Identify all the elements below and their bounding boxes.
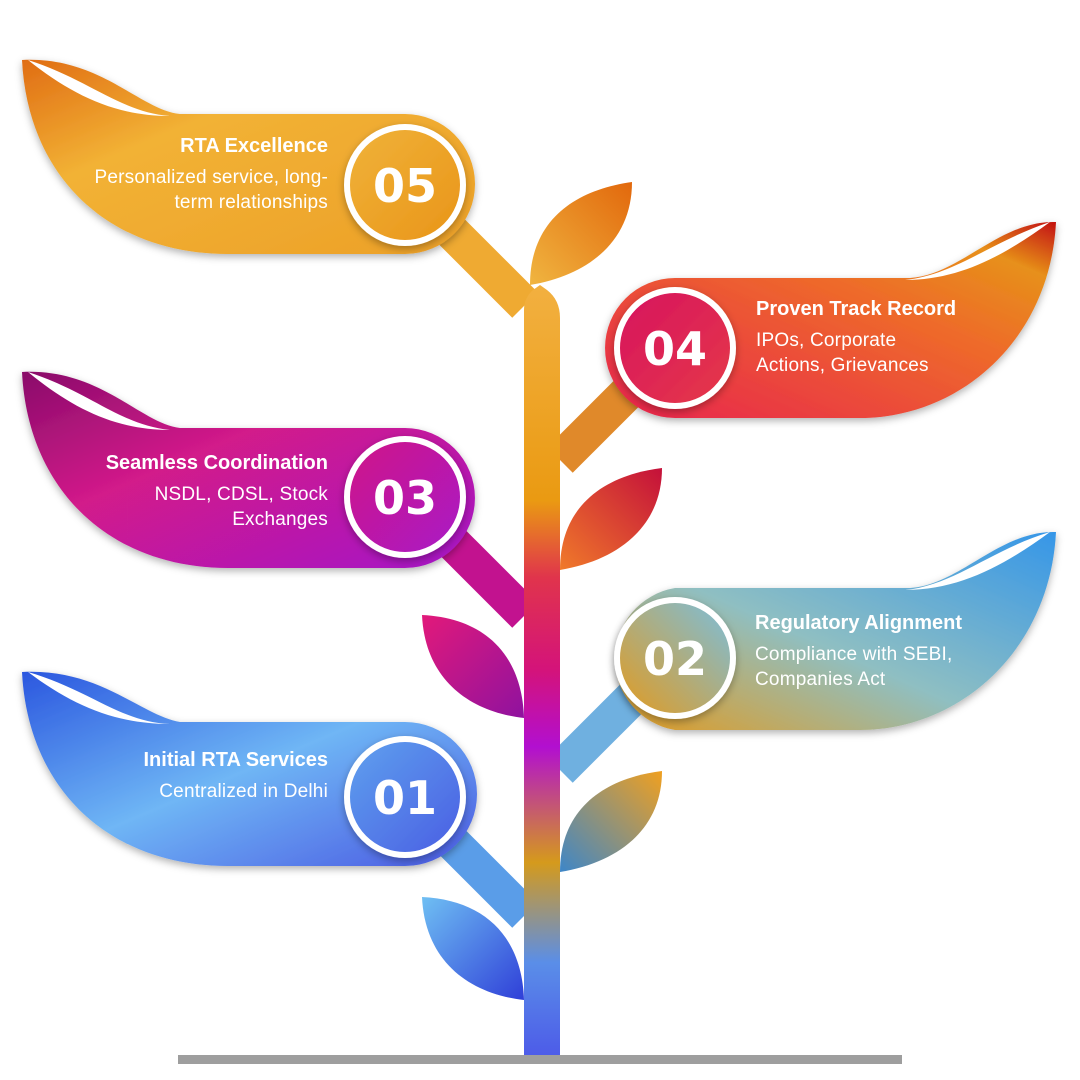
step-number-03: 03 bbox=[373, 471, 437, 525]
branches bbox=[432, 212, 653, 928]
step-number-01: 01 bbox=[373, 771, 437, 825]
step-03-title: Seamless Coordination bbox=[105, 452, 328, 474]
branch-02 bbox=[547, 677, 653, 783]
leaf-middle-left bbox=[422, 615, 524, 718]
step-number-05: 05 bbox=[373, 159, 437, 213]
step-circle-02: 02 bbox=[614, 597, 736, 719]
leaf-bottom-left bbox=[422, 897, 524, 1000]
tree-trunk bbox=[524, 285, 560, 1055]
leaf-lower-right bbox=[560, 771, 662, 872]
branch-03 bbox=[432, 522, 538, 628]
step-05-desc: Personalized service, long-term relation… bbox=[94, 167, 328, 213]
step-number-04: 04 bbox=[643, 322, 707, 376]
leaf-top bbox=[530, 182, 632, 285]
branch-05 bbox=[432, 212, 538, 318]
step-05-text: RTA Excellence Personalized service, lon… bbox=[88, 134, 328, 215]
step-01-text: Initial RTA Services Centralized in Delh… bbox=[128, 748, 328, 804]
leaves bbox=[422, 182, 662, 1000]
step-01-desc: Centralized in Delhi bbox=[159, 781, 328, 802]
step-02-desc: Compliance with SEBI, Companies Act bbox=[755, 644, 953, 690]
step-03-desc: NSDL, CDSL, Stock Exchanges bbox=[154, 484, 328, 530]
banner-highlights bbox=[28, 60, 1050, 724]
step-01-title: Initial RTA Services bbox=[143, 749, 328, 771]
step-circle-04: 04 bbox=[614, 287, 736, 409]
step-04-desc: IPOs, Corporate Actions, Grievances bbox=[756, 330, 929, 376]
step-02-title: Regulatory Alignment bbox=[755, 612, 963, 634]
step-04-title: Proven Track Record bbox=[756, 298, 957, 320]
ground-line bbox=[178, 1055, 902, 1064]
step-circle-03: 03 bbox=[344, 436, 466, 558]
branch-01 bbox=[432, 822, 538, 928]
step-circle-05: 05 bbox=[344, 124, 466, 246]
step-03-text: Seamless Coordination NSDL, CDSL, Stock … bbox=[58, 451, 328, 532]
step-circle-01: 01 bbox=[344, 736, 466, 858]
leaf-upper-right bbox=[560, 468, 662, 570]
step-04-text: Proven Track Record IPOs, Corporate Acti… bbox=[756, 297, 956, 378]
step-02-text: Regulatory Alignment Compliance with SEB… bbox=[755, 611, 963, 692]
step-number-02: 02 bbox=[643, 632, 707, 686]
step-05-title: RTA Excellence bbox=[180, 135, 328, 157]
